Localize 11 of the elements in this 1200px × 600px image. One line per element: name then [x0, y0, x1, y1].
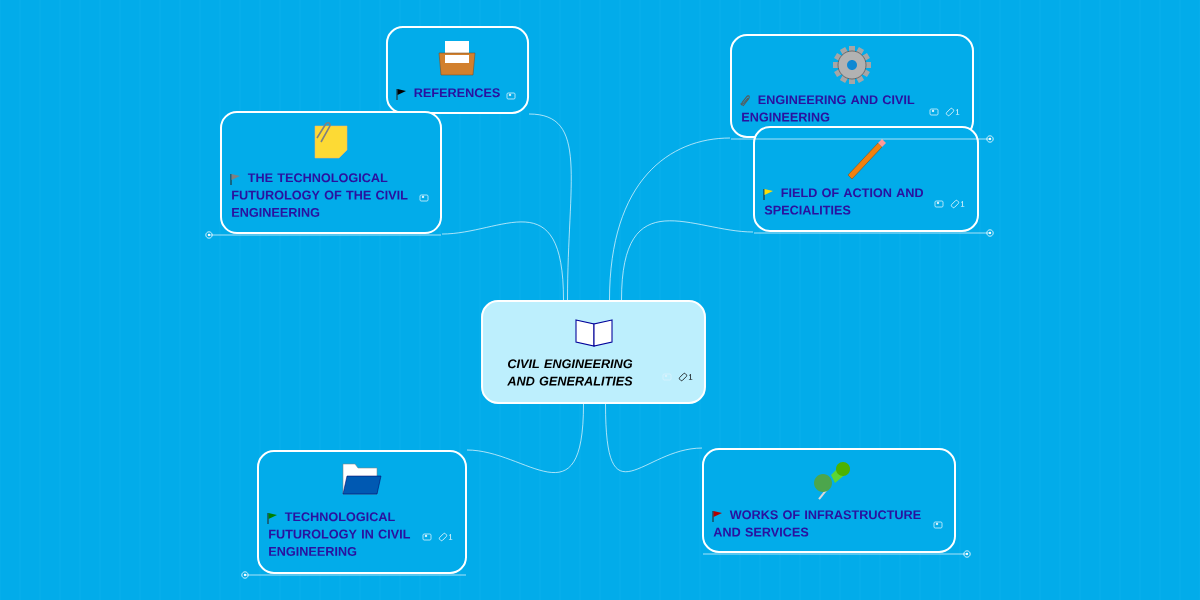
topic-box: WORKS OF INFRASTRUCTURE AND SERVICES — [702, 448, 956, 553]
topic-box: THE TECHNOLOGICAL FUTUROLOGY OF THE CIVIL ENGINEERING — [220, 110, 442, 235]
branch-line — [621, 220, 754, 301]
topic-box: FIELD OF ACTION AND SPECIALITIES 1 — [753, 126, 979, 232]
branch-line — [609, 137, 731, 301]
branch-line — [605, 403, 703, 472]
branch-line — [466, 403, 584, 473]
central-topic-box: CIVIL ENGINEERING AND GENERALITIES 1 — [481, 300, 706, 404]
topic-box: TECHNOLOGICAL FUTUROLOGY IN CIVIL ENGINEERING 1 — [257, 450, 467, 574]
branch-line — [528, 113, 572, 301]
branch-line — [441, 221, 564, 301]
